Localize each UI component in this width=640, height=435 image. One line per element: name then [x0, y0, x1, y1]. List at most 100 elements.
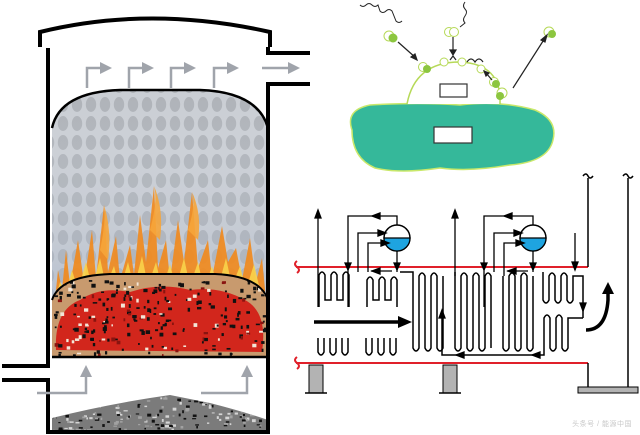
ember-speck — [71, 284, 76, 289]
ember-speck — [57, 299, 62, 303]
ash-speck — [120, 418, 123, 420]
ember-speck — [260, 321, 264, 325]
ember-speck — [143, 289, 148, 293]
ash-speck — [252, 408, 256, 411]
ember-speck — [218, 352, 222, 356]
ember-speck — [224, 307, 227, 312]
ember-speck — [182, 328, 185, 330]
ash-speck — [157, 427, 161, 430]
ash-speck — [78, 427, 83, 429]
ash-speck — [71, 397, 76, 399]
ember-speck — [123, 318, 126, 322]
ember-speck — [139, 329, 144, 332]
ember-speck — [235, 317, 240, 321]
ash-speck — [225, 421, 230, 423]
ember-speck — [224, 290, 227, 293]
ember-speck — [123, 297, 126, 301]
ash-speck — [70, 405, 74, 409]
air-inlet-arrows — [37, 365, 253, 395]
ember-speck — [143, 306, 146, 309]
ash-speck — [256, 424, 261, 426]
ash-speck — [69, 428, 75, 431]
ash-speck — [118, 412, 121, 414]
ember-speck — [178, 282, 182, 287]
ash-speck — [138, 423, 141, 426]
ash-speck — [172, 415, 175, 417]
ember-speck — [253, 286, 257, 291]
ember-speck — [202, 337, 205, 342]
stack-base — [577, 386, 639, 394]
ember-speck — [126, 290, 130, 295]
ash-speck — [223, 424, 228, 427]
ash-speck — [70, 400, 74, 404]
ember-speck — [204, 337, 208, 342]
ember-speck — [182, 329, 185, 332]
ash-speck — [163, 397, 168, 400]
ash-speck — [119, 413, 123, 416]
ash-speck — [52, 401, 57, 404]
ash-speck — [67, 420, 71, 424]
ember-speck — [101, 338, 106, 341]
ash-speck — [100, 417, 103, 420]
ash-speck — [185, 405, 190, 408]
ash-speck — [53, 415, 57, 419]
ash-speck — [207, 397, 212, 399]
ember-speck — [93, 318, 97, 322]
ash-speck — [78, 419, 83, 422]
ember-speck — [55, 311, 59, 314]
ember-speck — [246, 294, 251, 299]
ash-speck — [178, 413, 181, 417]
ash-speck — [84, 396, 87, 399]
ember-speck — [153, 289, 158, 294]
ember-speck — [237, 312, 241, 314]
ember-speck — [60, 312, 65, 316]
ember-speck — [71, 290, 74, 294]
ash-speck — [55, 405, 61, 409]
ember-bed — [51, 273, 269, 359]
watermark: 头条号 / 能源中国 — [572, 421, 632, 428]
ember-speck — [225, 320, 228, 323]
ember-speck — [175, 349, 179, 353]
ember-speck — [131, 286, 135, 288]
ash-speck — [160, 397, 163, 400]
ember-speck — [204, 352, 208, 355]
ash-speck — [179, 401, 182, 405]
ember-speck — [126, 309, 131, 312]
ember-speck — [147, 308, 151, 313]
ash-speck — [208, 406, 212, 409]
ember-speck — [104, 325, 107, 329]
ember-speck — [166, 319, 172, 322]
ember-speck — [54, 315, 58, 319]
ash-speck — [211, 404, 214, 408]
ash-speck — [144, 425, 150, 427]
gas-flow-arrows — [314, 282, 614, 332]
ember-speck — [246, 324, 250, 329]
ember-speck — [158, 283, 162, 287]
ember-speck — [72, 328, 76, 331]
ash-speck — [219, 418, 222, 421]
ash-speck — [102, 424, 105, 427]
ember-speck — [72, 354, 76, 357]
ash-speck — [247, 400, 250, 404]
ash-speck — [64, 411, 67, 415]
ember-speck — [183, 345, 187, 347]
ash-speck — [98, 405, 102, 408]
ember-speck — [226, 347, 231, 350]
ember-speck — [247, 281, 251, 285]
ember-speck — [193, 323, 198, 327]
ember-speck — [259, 330, 264, 333]
ember-speck — [163, 346, 168, 350]
ash-speck — [144, 421, 148, 423]
ash-speck — [69, 421, 74, 423]
ember-speck — [258, 287, 261, 292]
ash-speck — [119, 421, 123, 423]
ember-speck — [185, 299, 189, 302]
ember-speck — [158, 288, 162, 292]
ember-speck — [111, 324, 113, 327]
ember-speck — [252, 298, 257, 301]
ember-speck — [75, 338, 80, 341]
flow-lines — [314, 208, 587, 359]
ash-speck — [196, 425, 198, 429]
ember-speck — [121, 348, 124, 351]
ember-speck — [88, 280, 93, 282]
